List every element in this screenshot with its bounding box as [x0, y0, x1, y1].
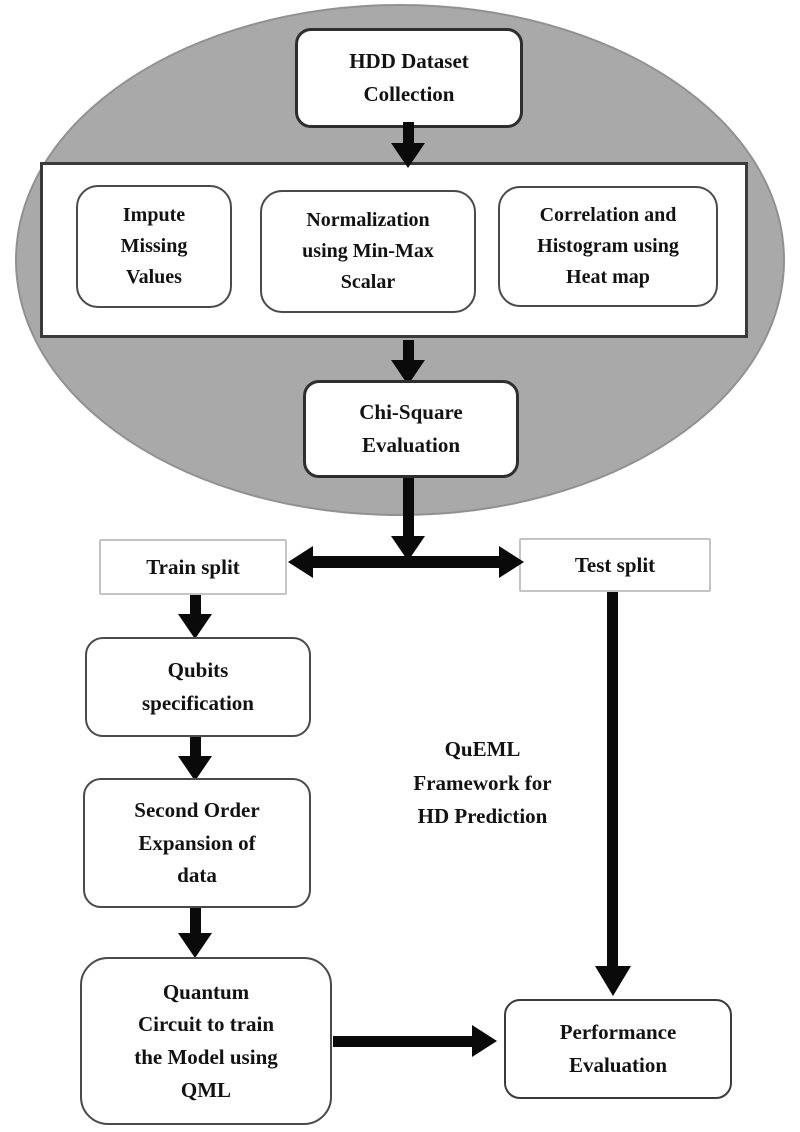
arrowhead-test-to-performance	[595, 966, 631, 996]
arrowhead-to-train-split	[288, 546, 313, 578]
arrow-secondorder-to-quantum	[190, 908, 201, 936]
diagram-title: QuEML Framework for HD Prediction	[413, 737, 552, 829]
node-quantum-circuit-qml: Quantum Circuit to train the Model using…	[80, 957, 332, 1125]
node-impute-missing-values: Impute Missing Values	[76, 185, 232, 308]
arrowhead-qubits-to-secondorder	[178, 756, 212, 781]
arrowhead-to-test-split	[499, 546, 524, 578]
arrowhead-secondorder-to-quantum	[178, 933, 212, 958]
arrowhead-hdd-to-band	[391, 143, 425, 168]
arrow-split-horizontal	[308, 556, 504, 568]
arrow-train-to-qubits	[190, 595, 201, 617]
node-correlation-histogram: Correlation and Histogram using Heat map	[498, 186, 718, 307]
node-hdd-dataset-collection: HDD Dataset Collection	[295, 28, 523, 128]
node-test-split: Test split	[519, 538, 711, 592]
node-normalization-min-max: Normalization using Min-Max Scalar	[260, 190, 476, 313]
arrow-quantum-to-performance	[333, 1036, 475, 1047]
node-second-order-expansion: Second Order Expansion of data	[83, 778, 311, 908]
arrow-chisquare-to-split	[403, 478, 414, 538]
arrowhead-quantum-to-performance	[472, 1025, 497, 1057]
arrowhead-train-to-qubits	[178, 614, 212, 639]
node-performance-evaluation: Performance Evaluation	[504, 999, 732, 1099]
node-train-split: Train split	[99, 539, 287, 595]
node-chi-square-evaluation: Chi-Square Evaluation	[303, 380, 519, 478]
arrow-test-to-performance	[607, 592, 618, 968]
arrow-band-to-chisquare	[403, 340, 414, 362]
arrow-hdd-to-band	[403, 122, 414, 146]
arrow-qubits-to-secondorder	[190, 737, 201, 759]
node-qubits-specification: Qubits specification	[85, 637, 311, 737]
